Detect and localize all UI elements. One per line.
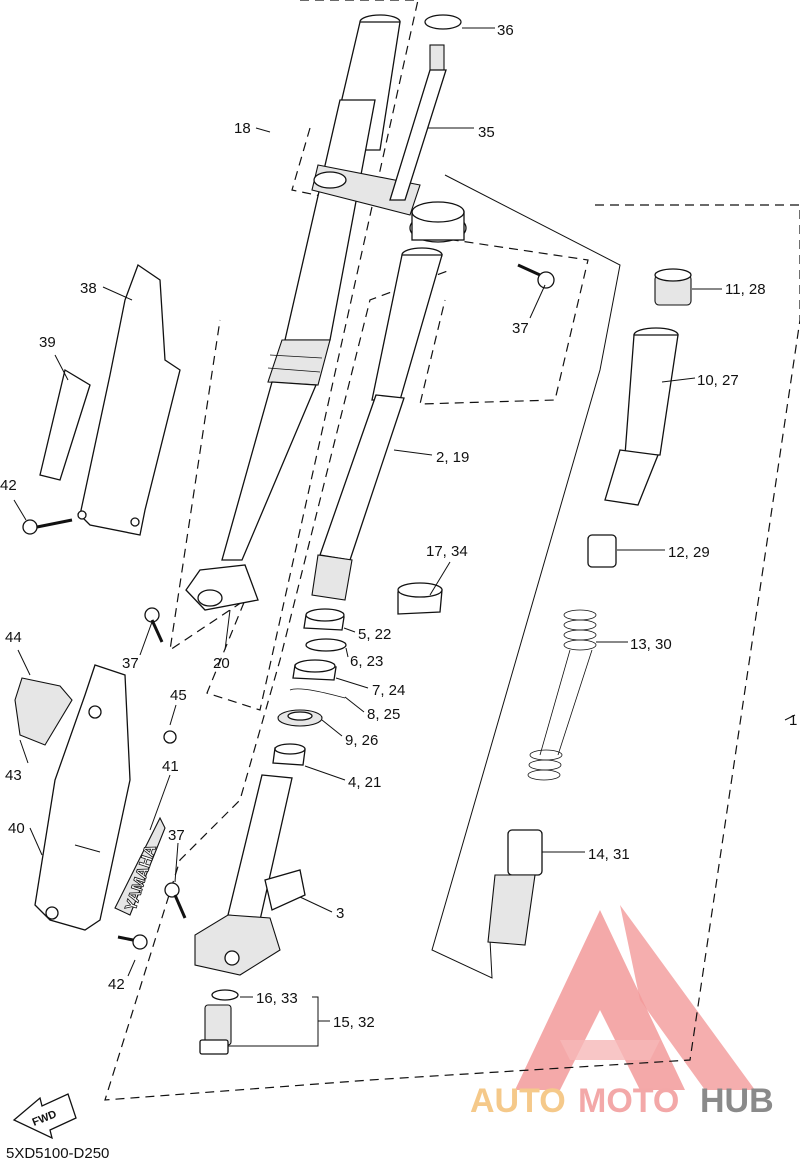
callout-17-34: 17, 34 — [426, 543, 468, 560]
callout-7-24: 7, 24 — [372, 682, 405, 699]
bolt-42-low — [117, 934, 148, 950]
steering-stem — [389, 14, 462, 201]
callout-18: 18 — [234, 120, 251, 137]
callout-37-low: 37 — [168, 827, 185, 844]
diagram-code: 5XD5100-D250 — [6, 1145, 109, 1162]
callout-5-22: 5, 22 — [358, 626, 391, 643]
drain-bolt — [199, 989, 239, 1055]
callout-39: 39 — [39, 334, 56, 351]
callout-12-29: 12, 29 — [668, 544, 710, 561]
fork-protector-38 — [39, 263, 181, 536]
axle-bracket-20 — [185, 564, 259, 611]
outer-fork-tube — [221, 14, 401, 561]
callout-20: 20 — [213, 655, 230, 672]
upper-bracket — [311, 164, 467, 243]
spring — [527, 609, 597, 781]
bolt-37-top — [517, 263, 555, 289]
callout-labels: 36 35 18 38 39 42 11, 28 37 10, 27 2, 19… — [0, 22, 797, 1031]
callout-40: 40 — [8, 820, 25, 837]
callout-16-33: 16, 33 — [256, 990, 298, 1007]
callout-1: 1 — [789, 712, 797, 729]
guard-bracket-44 — [14, 677, 177, 746]
callout-44: 44 — [5, 629, 22, 646]
watermark-logo: AUTO MOTO HUB — [470, 905, 774, 1120]
seal-stack — [272, 582, 443, 766]
fwd-arrow-icon: FWD — [12, 1093, 77, 1140]
callout-42-top: 42 — [0, 477, 17, 494]
guard-brand-text: YAMAHA — [123, 842, 161, 913]
callout-42-low: 42 — [108, 976, 125, 993]
inner-fork-tube — [311, 247, 443, 601]
callout-45: 45 — [170, 687, 187, 704]
callout-36: 36 — [497, 22, 514, 39]
watermark-moto: MOTO — [578, 1082, 679, 1120]
callout-4-21: 4, 21 — [348, 774, 381, 791]
bolt-37-low — [164, 882, 187, 919]
callout-13-30: 13, 30 — [630, 636, 672, 653]
outer-tube-lower-3 — [194, 774, 306, 976]
callout-15-32: 15, 32 — [333, 1014, 375, 1031]
callout-35: 35 — [478, 124, 495, 141]
callout-43: 43 — [5, 767, 22, 784]
callout-37-mid: 37 — [122, 655, 139, 672]
callout-3: 3 — [336, 905, 344, 922]
bolt-42-top — [22, 518, 73, 535]
callout-41: 41 — [162, 758, 179, 775]
leader-lines — [13, 27, 796, 1047]
callout-37-top: 37 — [512, 320, 529, 337]
watermark-hub: HUB — [700, 1082, 774, 1120]
callout-2-19: 2, 19 — [436, 449, 469, 466]
callout-38: 38 — [80, 280, 97, 297]
callout-9-26: 9, 26 — [345, 732, 378, 749]
callout-8-25: 8, 25 — [367, 706, 400, 723]
damper-parts — [487, 268, 692, 946]
callout-6-23: 6, 23 — [350, 653, 383, 670]
damper-assembly-outline — [431, 174, 621, 979]
watermark-auto: AUTO — [470, 1082, 566, 1120]
callout-11-28: 11, 28 — [725, 281, 766, 298]
bolt-37-mid — [144, 607, 164, 643]
callout-10-27: 10, 27 — [697, 372, 739, 389]
callout-14-31: 14, 31 — [588, 846, 630, 863]
